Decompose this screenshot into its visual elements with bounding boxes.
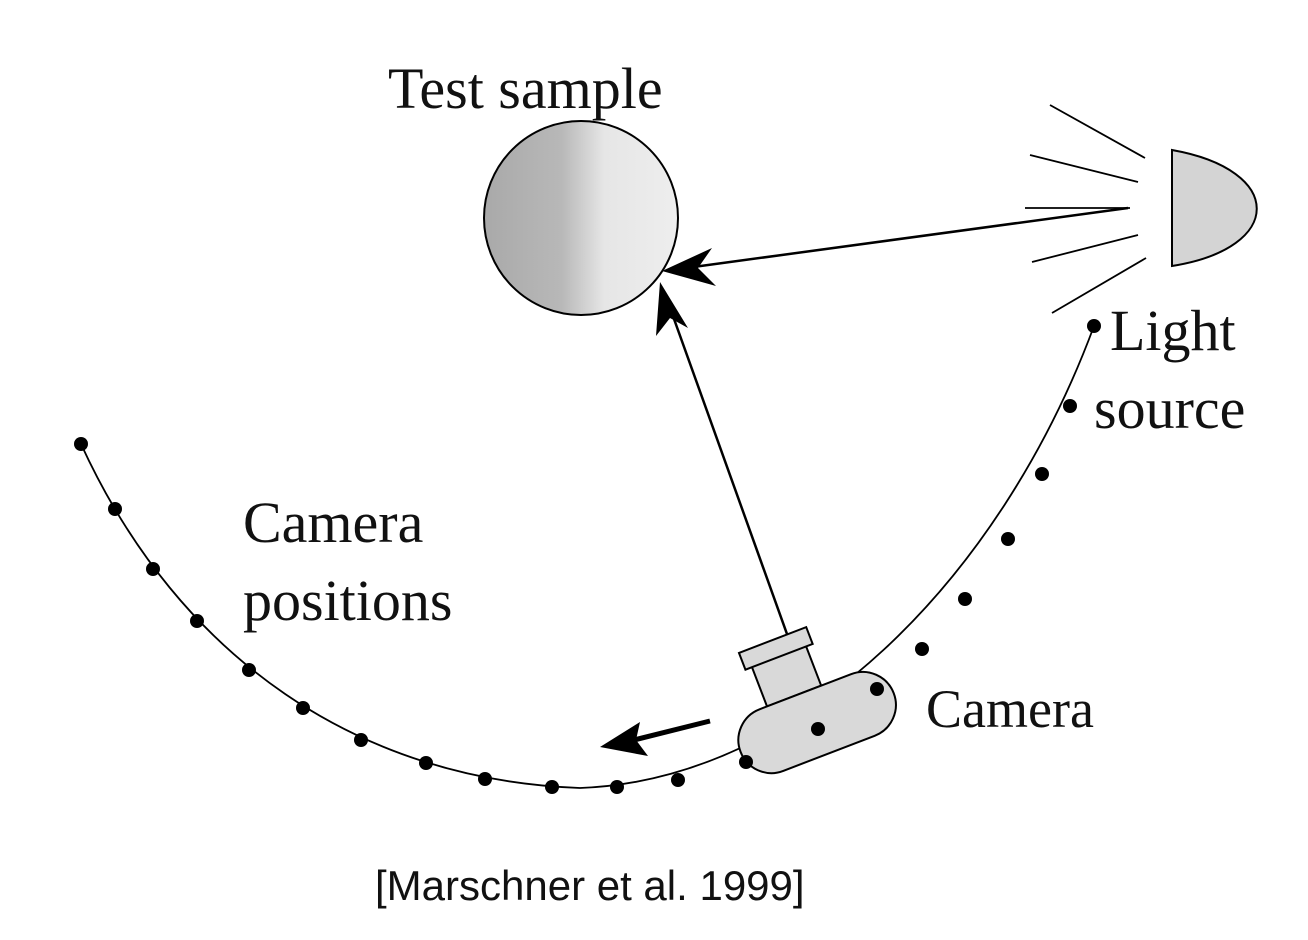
test-sample-sphere [483,120,679,316]
camera-position-dot [108,502,122,516]
camera-position-dot [478,772,492,786]
light-source-label-line2: source [1094,376,1245,441]
camera-position-dot [1001,532,1015,546]
camera-position-dot [870,682,884,696]
camera-position-dot [811,722,825,736]
citation: [Marschner et al. 1999] [375,862,805,909]
light-source-label-line1: Light [1110,298,1236,363]
camera-position-dot [146,562,160,576]
camera-position-dot [74,437,88,451]
camera-position-dot [610,780,624,794]
camera-position-dot [739,755,753,769]
camera-position-dot [545,780,559,794]
test-sample-label: Test sample [388,56,663,121]
light-source-lamp [1171,148,1258,268]
camera-position-dot [1087,319,1101,333]
camera-position-dot [190,614,204,628]
camera-position-dot [242,663,256,677]
camera-position-dot [354,733,368,747]
camera-motion-arrow [600,718,711,756]
camera-to-sample-arrow [656,282,794,649]
camera-position-dot [958,592,972,606]
camera-lens-ring [737,625,814,672]
camera-position-dot [1063,399,1077,413]
camera-position-dot [671,773,685,787]
camera-positions-label-line1: Camera [243,490,423,555]
camera-position-dot [915,642,929,656]
light-to-sample-arrow [662,206,1129,286]
camera-positions-label-line2: positions [243,568,453,633]
light-rays [1025,104,1147,314]
camera-position-dots-right [915,319,1101,656]
camera-path-arc [80,325,1095,789]
camera-position-dots [74,437,685,794]
camera-position-dot [1035,467,1049,481]
camera-position-dot [296,701,310,715]
camera-position-dot [419,756,433,770]
camera-label: Camera [926,679,1094,739]
